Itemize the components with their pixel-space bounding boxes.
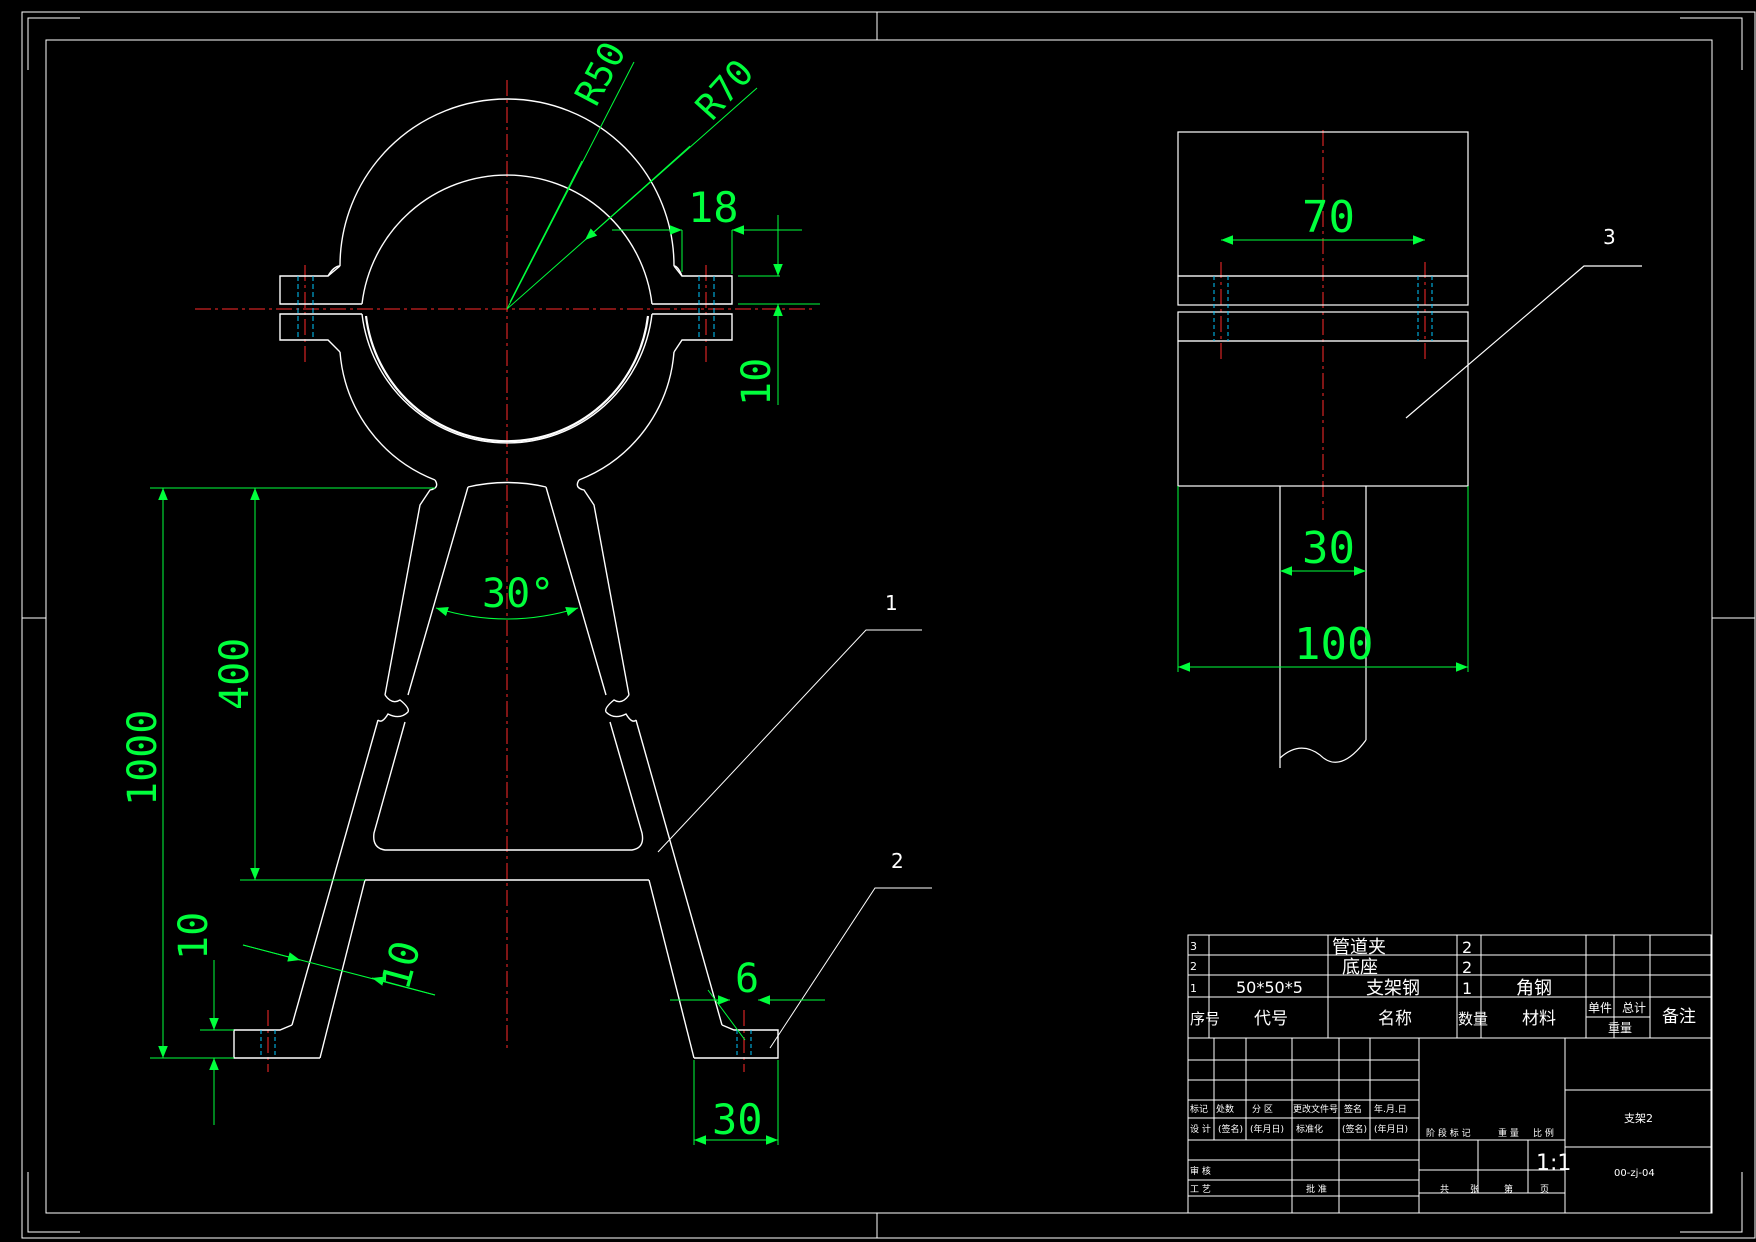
sign-zone: 分 区	[1252, 1104, 1273, 1115]
clamp-bolt-holes	[297, 276, 715, 340]
front-dimensions	[150, 61, 825, 1145]
sign-date: 年.月.日	[1374, 1103, 1407, 1115]
bom-row-1-name: 支架钢	[1366, 978, 1420, 999]
side-dimensions	[1177, 235, 1469, 672]
stage-mark-label: 阶 段 标 记	[1426, 1127, 1471, 1139]
dim-angle-30: 30°	[482, 571, 554, 617]
sheet-frame	[21, 11, 1756, 1239]
bom-header-remark: 备注	[1662, 1007, 1696, 1027]
scale-label: 比 例	[1533, 1127, 1554, 1139]
scale-value: 1:1	[1536, 1151, 1571, 1176]
base-bolt-holes	[260, 1030, 752, 1058]
bom-row-3-name: 管道夹	[1332, 937, 1386, 958]
front-leaders	[657, 629, 932, 1049]
front-view: 1 2	[120, 36, 932, 1145]
part-label-1: 1	[885, 591, 898, 615]
design-date: (年月日)	[1250, 1123, 1284, 1135]
sheet-current: 第	[1504, 1183, 1513, 1195]
sign-signature: 签名	[1344, 1103, 1362, 1115]
dim-400: 400	[212, 638, 258, 710]
dim-100: 100	[1294, 619, 1373, 670]
side-centerlines	[1220, 130, 1426, 520]
bom-header-material: 材料	[1522, 1009, 1556, 1029]
dim-10-left: 10	[171, 912, 217, 960]
process-label: 工 艺	[1190, 1184, 1211, 1195]
side-outline	[1177, 131, 1642, 768]
pipe-clamp	[279, 98, 733, 481]
bom-row-1-qty: 1	[1462, 979, 1472, 998]
title-block: 3 管道夹 2 2 底座 2 1 50*50*5 支架钢 1 角钢 序号 代号 …	[1187, 934, 1712, 1214]
drawing-name: 支架2	[1624, 1112, 1653, 1125]
bom-header-single: 单件	[1588, 1001, 1612, 1015]
bom-row-3-no: 3	[1190, 940, 1197, 953]
side-view: 3 70 30 100	[1177, 130, 1642, 768]
bom-header-weight: 重量	[1608, 1021, 1632, 1035]
bom-row-3-qty: 2	[1462, 938, 1472, 957]
sign-change-doc: 更改文件号	[1293, 1103, 1338, 1115]
bom-header-qty: 数量	[1458, 1010, 1488, 1028]
sheet-unit: 张	[1470, 1184, 1479, 1195]
bom-header-code: 代号	[1254, 1009, 1288, 1029]
dim-6: 6	[735, 956, 759, 1002]
approve-label: 批 准	[1306, 1183, 1327, 1195]
dim-1000: 1000	[120, 710, 166, 806]
bom-header-total: 总计	[1622, 1001, 1646, 1015]
a-frame-stand	[233, 479, 779, 1059]
bom-row-1-material: 角钢	[1516, 978, 1552, 999]
bom-row-2-name: 底座	[1342, 957, 1378, 978]
bom-row-1-no: 1	[1190, 982, 1197, 995]
design-signature: (签名)	[1218, 1123, 1243, 1135]
review-label: 审 核	[1190, 1165, 1211, 1177]
dim-70: 70	[1302, 192, 1355, 243]
dim-r50: R50	[568, 36, 635, 113]
dim-10-right: 10	[734, 358, 780, 406]
sign-mark: 标记	[1190, 1103, 1208, 1115]
sheet-page: 页	[1540, 1184, 1549, 1195]
bom-row-2-qty: 2	[1462, 958, 1472, 977]
design-label: 设 计	[1190, 1123, 1211, 1135]
side-bolt-holes	[1213, 276, 1433, 341]
bom-row-1-code: 50*50*5	[1236, 978, 1303, 997]
part-label-2: 2	[891, 849, 904, 873]
bom-row-2-no: 2	[1190, 960, 1197, 973]
standardize-date: (年月日)	[1374, 1123, 1408, 1135]
part-label-3: 3	[1603, 225, 1616, 249]
standardize-label: 标准化	[1296, 1123, 1323, 1135]
dim-30-base: 30	[712, 1095, 763, 1144]
sheet-total: 共	[1440, 1184, 1449, 1195]
bom-header-name: 名称	[1378, 1009, 1412, 1029]
sign-count: 处数	[1216, 1103, 1234, 1115]
drawing-code: 00-zj-04	[1614, 1168, 1655, 1179]
dim-10-leg: 10	[373, 936, 430, 994]
bom-header-no: 序号	[1190, 1010, 1220, 1028]
dim-r70: R70	[688, 52, 762, 128]
dim-18: 18	[688, 183, 739, 232]
weight-label: 重 量	[1498, 1127, 1519, 1139]
dim-30-side: 30	[1302, 523, 1355, 574]
standardize-signature: (签名)	[1342, 1123, 1367, 1135]
